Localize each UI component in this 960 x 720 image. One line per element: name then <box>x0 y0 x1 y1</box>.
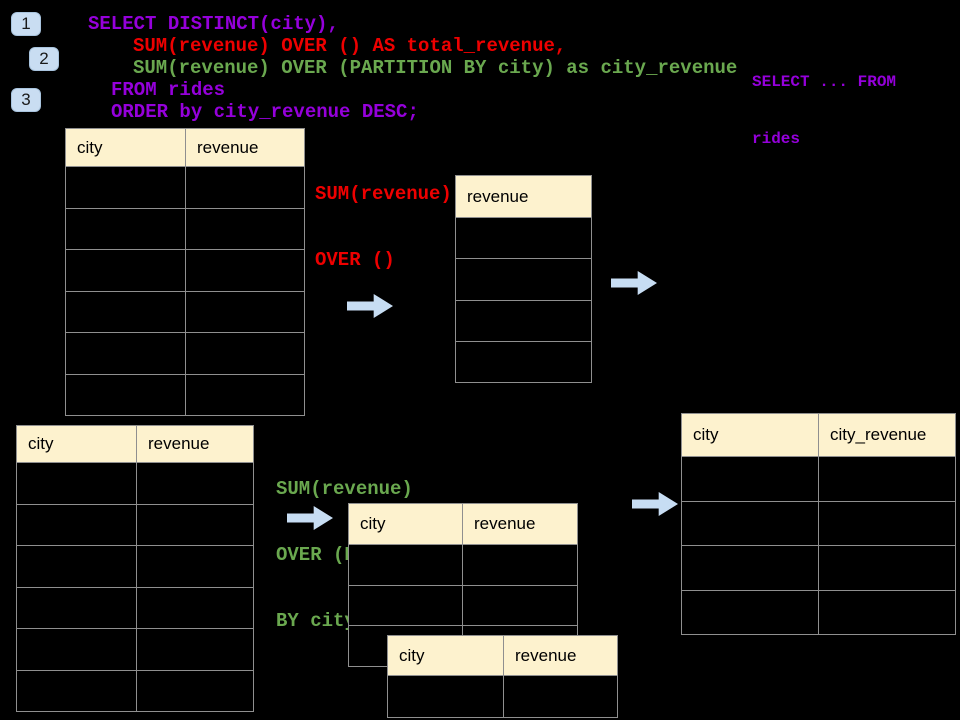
sql-line-order: ORDER by city_revenue DESC; <box>111 101 419 123</box>
column-header-city: city <box>387 635 504 676</box>
sql-line-total: SUM(revenue) OVER () AS total_revenue, <box>133 35 567 57</box>
column-header-city: city <box>681 413 819 457</box>
table-row <box>16 586 254 629</box>
annotation-total-line-1: SUM(revenue) <box>315 183 452 205</box>
table-row <box>681 500 956 546</box>
side-note-line-1: SELECT ... FROM <box>752 73 897 91</box>
table-row <box>348 584 578 627</box>
table-city-revenue-result: city city_revenue <box>681 413 956 635</box>
table-source-rides-bottom: city revenue <box>16 425 254 712</box>
arrow-right-icon <box>611 271 657 295</box>
table-row <box>455 340 592 384</box>
table-total-revenue-result: revenue <box>455 175 592 384</box>
annotation-total-line-2: OVER () <box>315 249 395 271</box>
table-row <box>681 589 956 635</box>
table-row <box>16 628 254 671</box>
column-header-revenue: revenue <box>136 425 254 463</box>
step-badge-2: 2 <box>29 47 59 71</box>
arrow-right-icon <box>632 492 678 516</box>
step-badge-3: 3 <box>11 88 41 112</box>
table-row <box>16 503 254 546</box>
table-row <box>681 456 956 502</box>
table-row <box>387 675 618 718</box>
table-row <box>16 462 254 505</box>
column-header-revenue: revenue <box>462 503 578 545</box>
column-header-city: city <box>348 503 463 545</box>
annotation-partition-line-1: SUM(revenue) <box>276 478 413 500</box>
table-row <box>65 249 305 292</box>
table-row <box>16 669 254 712</box>
column-header-city-revenue: city_revenue <box>818 413 956 457</box>
table-row <box>65 166 305 209</box>
table-row <box>348 544 578 586</box>
sql-line-partition: SUM(revenue) OVER (PARTITION BY city) as… <box>133 57 738 79</box>
table-row <box>65 332 305 375</box>
column-header-revenue: revenue <box>185 128 305 167</box>
column-header-city: city <box>16 425 137 463</box>
table-row <box>455 258 592 301</box>
column-header-revenue: revenue <box>503 635 618 676</box>
table-partition-group-front: city revenue <box>387 635 618 718</box>
table-row <box>681 545 956 591</box>
annotation-total-revenue: SUM(revenue) OVER () <box>315 139 452 315</box>
table-row <box>65 373 305 416</box>
sql-line-select: SELECT DISTINCT(city), <box>88 13 339 35</box>
sql-line-from: FROM rides <box>111 79 226 101</box>
column-header-revenue: revenue <box>455 175 592 218</box>
side-note-select-from: SELECT ... FROM rides <box>752 35 896 187</box>
table-source-rides-top: city revenue <box>65 128 305 416</box>
table-row <box>16 545 254 588</box>
side-note-line-2: rides <box>752 130 801 148</box>
table-row <box>455 299 592 342</box>
column-header-city: city <box>65 128 186 167</box>
table-partition-group-back: city revenue <box>348 503 578 668</box>
table-row <box>65 290 305 333</box>
step-badge-1: 1 <box>11 12 41 36</box>
table-row <box>65 207 305 250</box>
table-row <box>455 216 592 260</box>
